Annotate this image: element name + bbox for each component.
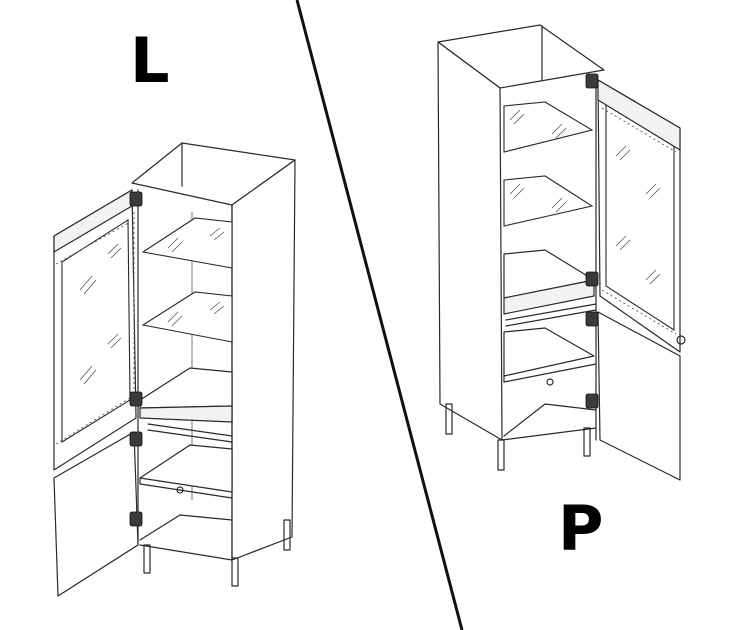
cabinet-left-shelf-2 (141, 291, 233, 343)
cabinet-left-legs (143, 519, 291, 587)
divider-line (295, 0, 464, 630)
cabinet-left-hinges (129, 191, 143, 527)
hinge-icon (585, 73, 599, 89)
label-right: P (558, 492, 603, 565)
cabinet-left-lower-door (53, 431, 139, 597)
cabinet-right (437, 24, 686, 481)
hinge-icon (585, 393, 599, 409)
hinge-icon (129, 391, 143, 407)
cabinet-right-shelf-2 (503, 175, 594, 227)
hinge-icon (129, 191, 143, 207)
cabinet-left-shelf-1 (141, 217, 233, 269)
hinge-icon (585, 311, 599, 327)
hinge-icon (129, 511, 143, 527)
cabinet-right-side (437, 41, 503, 441)
knob-icon (676, 335, 686, 345)
cabinet-right-legs (445, 403, 591, 471)
cabinet-right-lower-door (597, 311, 681, 481)
cabinet-left-fixed-shelf (139, 367, 233, 409)
cabinet-left (53, 142, 296, 597)
cabinet-left-side (231, 159, 296, 561)
hinge-icon (585, 271, 599, 287)
hinge-icon (129, 431, 143, 447)
cabinet-right-lower-shelf (503, 327, 595, 377)
label-left: L (130, 24, 170, 97)
cabinet-right-shelf-1 (503, 101, 594, 153)
cabinet-left-lower-shelf (139, 444, 233, 493)
cabinet-right-hinges (585, 73, 599, 409)
